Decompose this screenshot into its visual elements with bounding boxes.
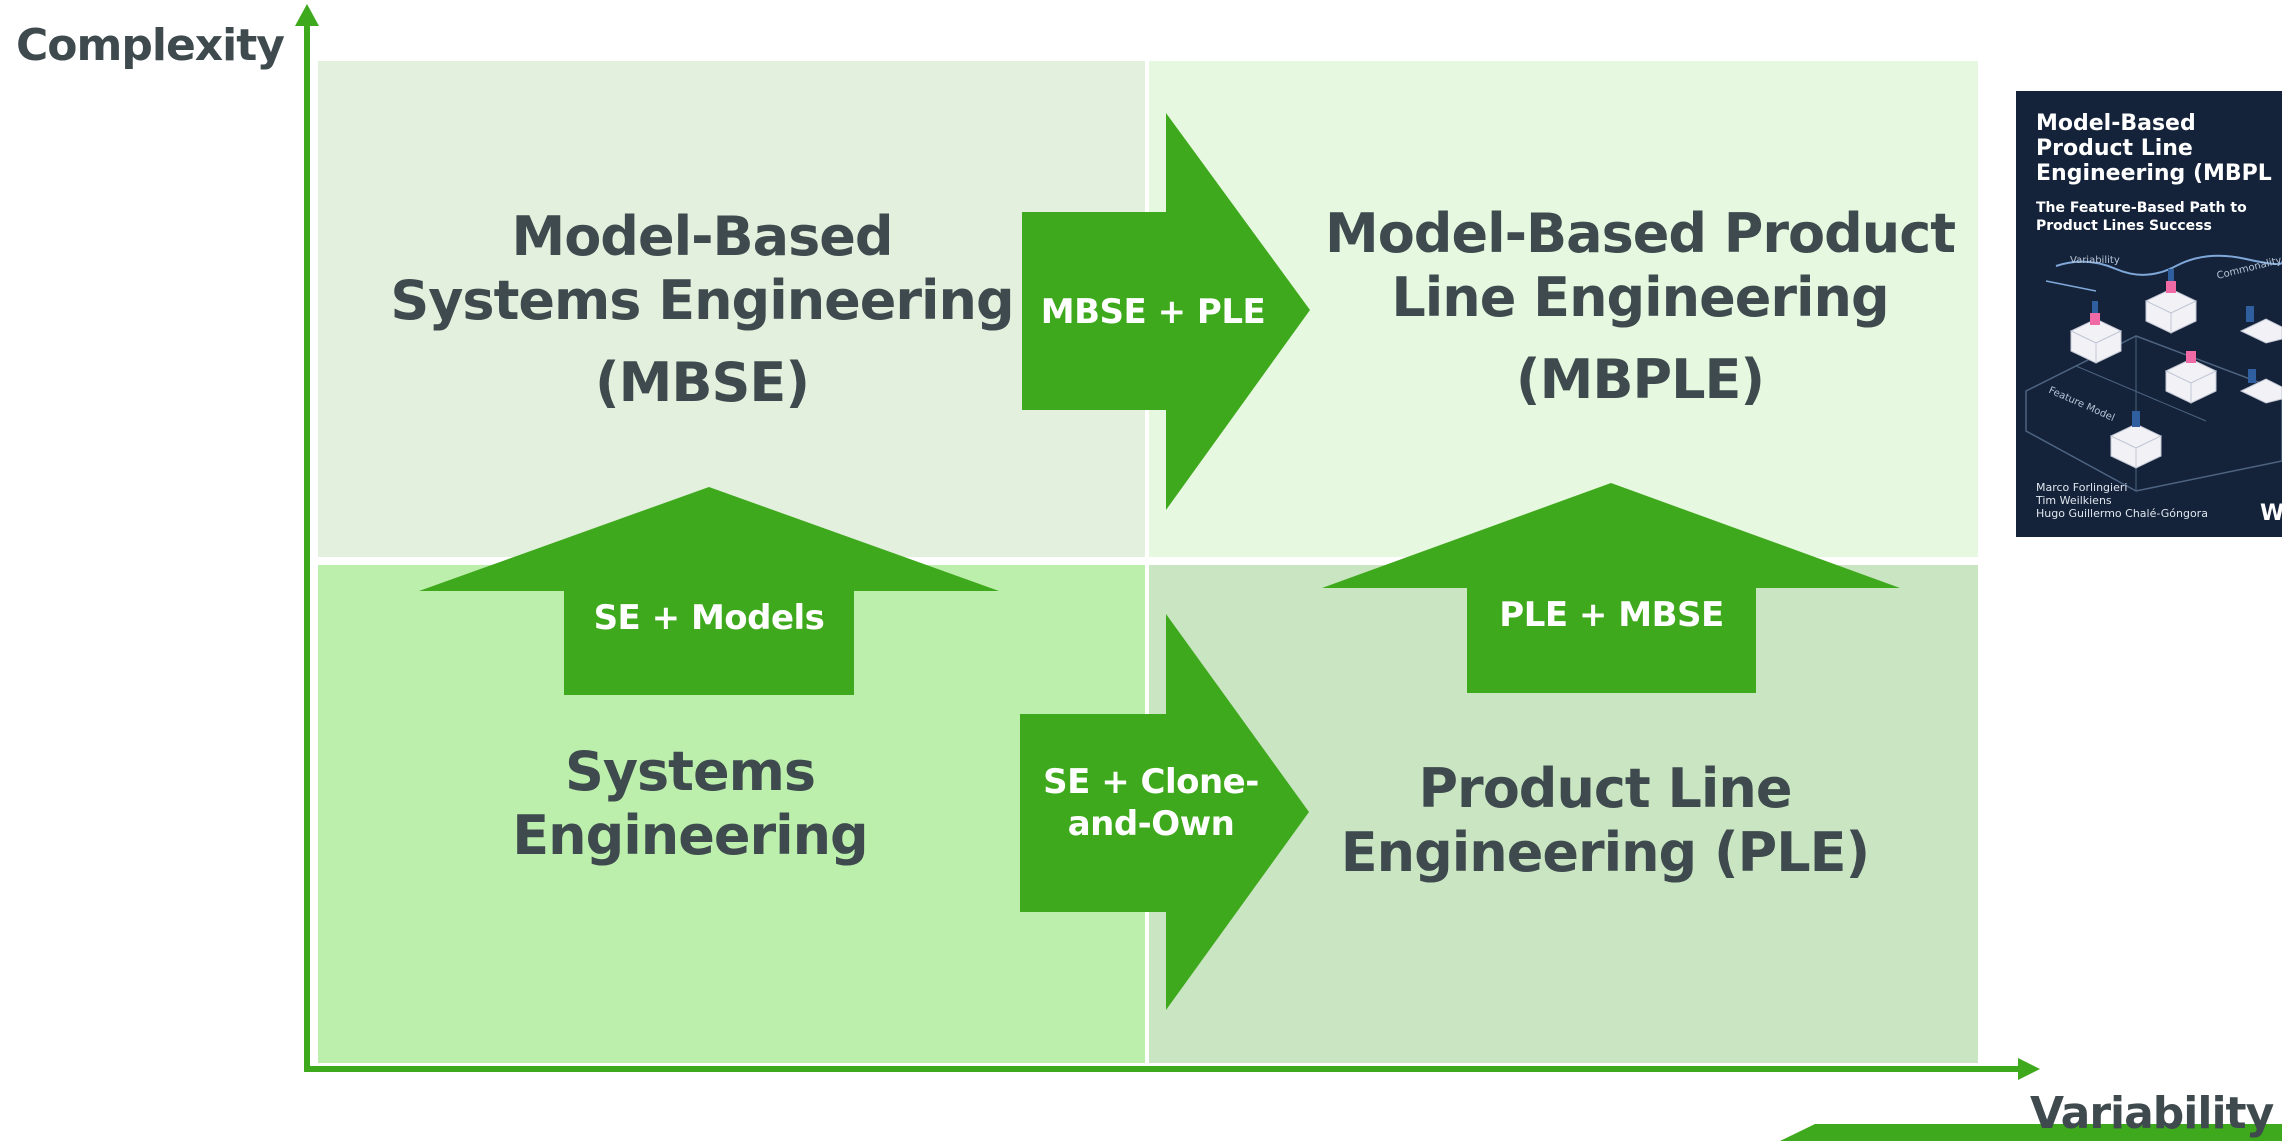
quadrant-title-mbse: Model-Based Systems Engineering (MBSE): [390, 205, 1014, 414]
y-axis-label: Complexity: [16, 20, 285, 71]
book-illustration: [2025, 254, 2282, 492]
arrow-label-se-plus-clone-and-own: SE + Clone- and-Own: [1043, 762, 1259, 844]
arrow-label-se-plus-models: SE + Models: [593, 598, 825, 638]
x-axis-arrowhead: [2018, 1058, 2040, 1080]
publisher-logo: W: [2260, 501, 2282, 526]
book-authors: Marco Forlingieri Tim Weilkiens Hugo Gui…: [2036, 481, 2208, 520]
quadrant-mbse: [318, 61, 1145, 557]
book-cover-image: Model-Based Product Line Engineering (MB…: [2016, 91, 2282, 537]
quadrant-title-mbple: Model-Based Product Line Engineering (MB…: [1324, 202, 1956, 411]
decorative-bottom-bar: [1780, 1124, 2282, 1141]
arrow-label-mbse-plus-ple: MBSE + PLE: [1040, 292, 1266, 332]
arrow-label-ple-plus-mbse: PLE + MBSE: [1499, 595, 1724, 635]
arrow-se-plus-clone-and-own: [1020, 614, 1309, 1010]
quadrant-title-systems-engineering: Systems Engineering: [512, 740, 868, 867]
y-axis-arrowhead: [295, 4, 319, 26]
quadrant-title-ple: Product Line Engineering (PLE): [1340, 757, 1870, 884]
book-subtitle: The Feature-Based Path to Product Lines …: [2036, 200, 2247, 234]
arrow-se-plus-models: [419, 487, 999, 695]
book-title: Model-Based Product Line Engineering (MB…: [2036, 111, 2272, 186]
x-axis-label: Variability: [2030, 1088, 2274, 1139]
arrow-mbse-plus-ple: [1022, 113, 1310, 510]
arrow-ple-plus-mbse: [1322, 483, 1900, 693]
